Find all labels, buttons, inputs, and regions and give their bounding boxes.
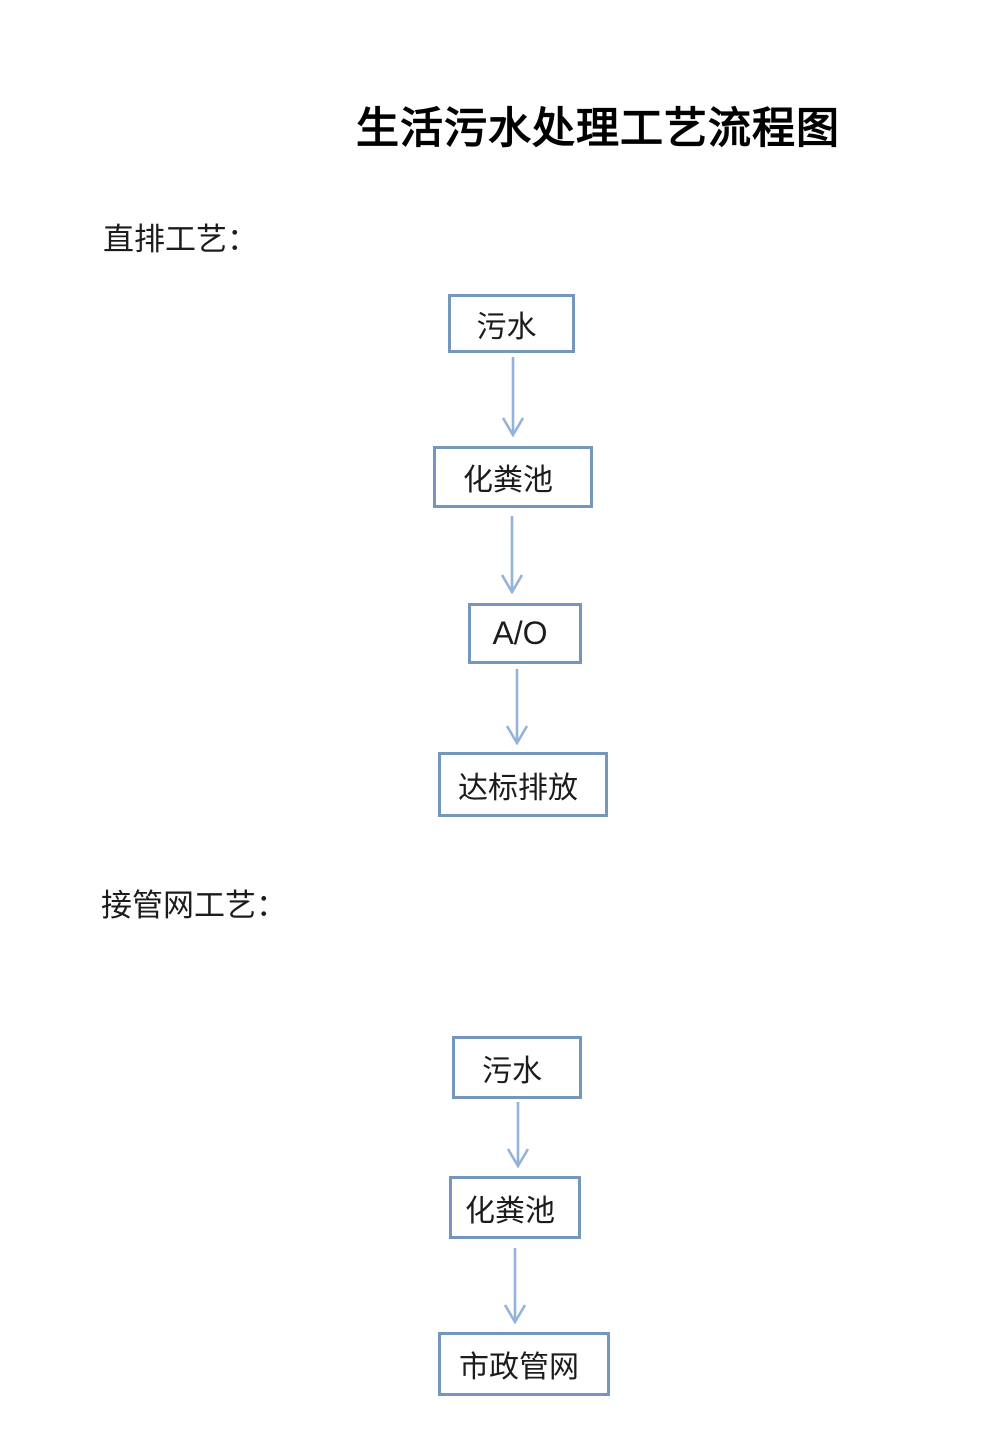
flow-node-sewage: 污水 xyxy=(448,294,575,353)
flow-node-label: 污水 xyxy=(476,310,537,344)
section-label-direct-discharge: 直排工艺： xyxy=(103,222,258,257)
flow-node-label: 化粪池 xyxy=(463,464,553,497)
flow-node-ao-process: A/O xyxy=(468,603,582,664)
flow-node-label: 达标排放 xyxy=(458,771,578,805)
down-arrow-icon xyxy=(505,669,529,745)
down-arrow-icon xyxy=(501,357,525,437)
down-arrow-icon xyxy=(503,1248,527,1324)
document-title: 生活污水处理工艺流程图 xyxy=(356,105,840,153)
flow-node-septic-tank: 化粪池 xyxy=(449,1176,581,1239)
section-label-pipe-network: 接管网工艺： xyxy=(101,888,287,923)
flow-node-municipal-pipe-network: 市政管网 xyxy=(438,1332,610,1396)
flow-node-label: 化粪池 xyxy=(465,1194,555,1228)
flow-node-septic-tank: 化粪池 xyxy=(433,446,593,508)
flow-node-sewage: 污水 xyxy=(452,1036,582,1099)
flow-node-label: 污水 xyxy=(482,1054,542,1088)
down-arrow-icon xyxy=(500,516,524,594)
flow-node-label: A/O xyxy=(492,615,548,651)
flow-node-label: 市政管网 xyxy=(459,1351,579,1384)
down-arrow-icon xyxy=(506,1102,530,1168)
flow-node-compliant-discharge: 达标排放 xyxy=(438,752,608,817)
